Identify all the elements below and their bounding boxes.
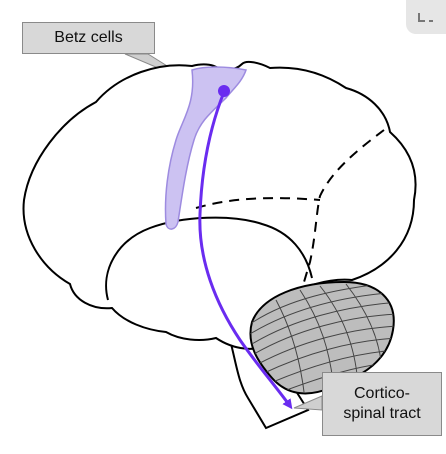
- corner-toggle-button[interactable]: [406, 0, 446, 34]
- motor-cortex-region: [164, 66, 247, 230]
- parieto-occipital-boundary: [303, 129, 385, 283]
- cerebellum: [249, 280, 395, 395]
- corticospinal-tract-text: Cortico- spinal tract: [343, 385, 421, 422]
- betz-cells-label: Betz cells: [22, 22, 155, 54]
- corticospinal-tract-label: Cortico- spinal tract: [322, 372, 442, 436]
- betz-cells-text: Betz cells: [54, 29, 123, 46]
- corticospinal-tract-arrow: [198, 91, 293, 410]
- corner-bracket-icon: [418, 13, 433, 22]
- betz-cell-dot: [218, 85, 230, 97]
- parietal-temporal-boundary: [195, 197, 321, 209]
